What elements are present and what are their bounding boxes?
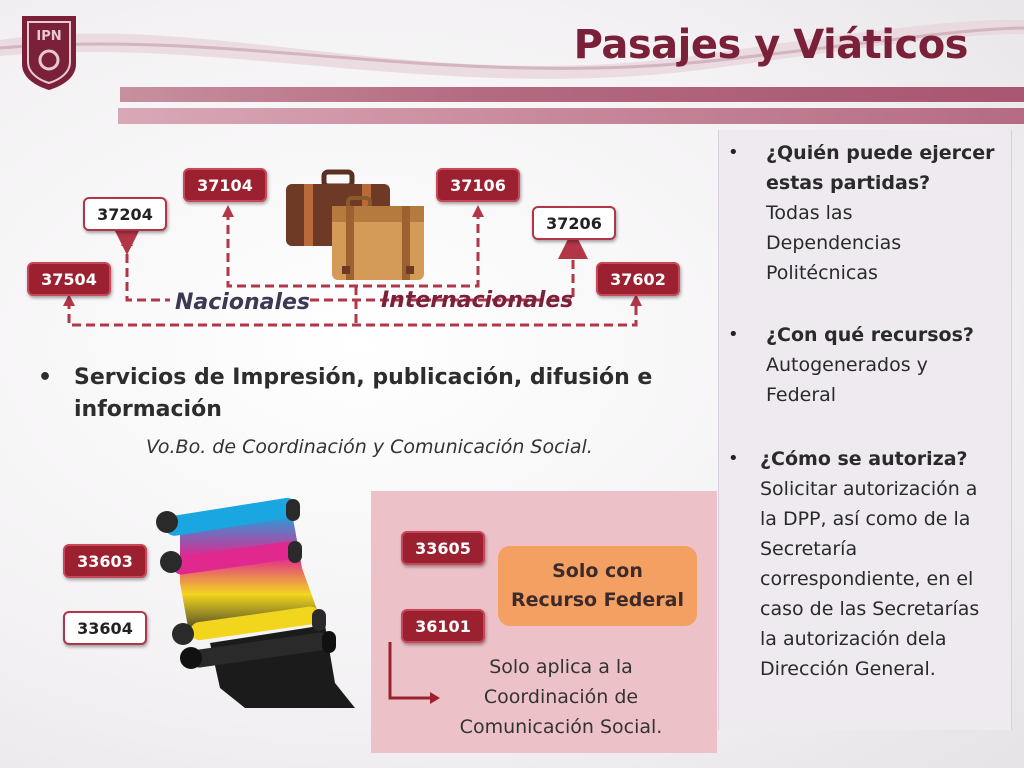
header-swoosh xyxy=(0,19,1024,79)
faq-a3-l6: la autorización dela xyxy=(760,628,947,650)
aplica-line-1: Solo aplica a la xyxy=(489,656,633,678)
faq-q1-l1: ¿Quién puede ejercer xyxy=(766,142,995,164)
code-37204: 37204 xyxy=(83,197,167,231)
faq-bullet-2: • xyxy=(728,324,739,345)
faq-a1-l1: Todas las xyxy=(766,202,853,224)
slide-title: Pasajes y Viáticos xyxy=(573,22,969,68)
faq-a3-l1: Solicitar autorización a xyxy=(760,478,978,500)
faq-item-who: ¿Quién puede ejercer estas partidas? Tod… xyxy=(766,138,995,288)
federal-line-2: Recurso Federal xyxy=(511,589,684,611)
internacionales-label: Internacionales xyxy=(381,288,574,313)
code-37104: 37104 xyxy=(183,168,267,202)
faq-panel xyxy=(718,130,1012,730)
header-band-bottom xyxy=(118,108,1024,124)
federal-line-1: Solo con xyxy=(552,560,643,582)
faq-q1-l2: estas partidas? xyxy=(766,172,931,194)
faq-item-authorization: ¿Cómo se autoriza? Solicitar autorizació… xyxy=(760,444,979,684)
elbow-arrow-icon xyxy=(388,642,440,704)
faq-bullet-3: • xyxy=(728,448,739,469)
services-bullet-text: Servicios de Impresión, publicación, dif… xyxy=(74,365,653,422)
suitcase-icon xyxy=(286,169,424,280)
nacionales-label: Nacionales xyxy=(175,290,311,315)
faq-a3-l5: caso de las Secretarías xyxy=(760,598,980,620)
ipn-logo: IPN xyxy=(22,16,76,90)
bullet-dot: • xyxy=(38,365,53,390)
code-33605: 33605 xyxy=(401,531,485,565)
faq-item-resources: ¿Con qué recursos? Autogenerados y Feder… xyxy=(766,320,974,410)
svg-text:IPN: IPN xyxy=(36,29,61,44)
coordination-note: Solo aplica a la Coordinación de Comunic… xyxy=(430,652,692,742)
aplica-line-3: Comunicación Social. xyxy=(459,716,663,738)
faq-a1-l3: Politécnicas xyxy=(766,262,878,284)
aplica-line-2: Coordinación de xyxy=(483,686,639,708)
faq-bullet-1: • xyxy=(728,142,739,163)
faq-a3-l2: la DPP, así como de la xyxy=(760,508,971,530)
code-37206: 37206 xyxy=(532,206,616,240)
faq-a3-l3: Secretaría xyxy=(760,538,858,560)
code-37106: 37106 xyxy=(436,168,520,202)
faq-a3-l4: correspondiente, en el xyxy=(760,568,974,590)
faq-q3: ¿Cómo se autoriza? xyxy=(760,448,968,470)
faq-a3-l7: Dirección General. xyxy=(760,658,936,680)
faq-q2: ¿Con qué recursos? xyxy=(766,324,974,346)
code-33603: 33603 xyxy=(63,544,147,578)
header-band-top xyxy=(120,87,1024,102)
faq-a2-l1: Autogenerados y xyxy=(766,354,928,376)
printing-rollers-icon xyxy=(156,497,355,708)
code-37504: 37504 xyxy=(27,262,111,296)
code-37602: 37602 xyxy=(596,262,680,296)
connector-lines xyxy=(63,205,642,327)
faq-a2-l2: Federal xyxy=(766,384,837,406)
federal-only-badge: Solo con Recurso Federal xyxy=(498,546,697,626)
code-33604: 33604 xyxy=(63,611,147,645)
vobo-note: Vo.Bo. de Coordinación y Comunicación So… xyxy=(146,436,593,458)
faq-a1-l2: Dependencias xyxy=(766,232,902,254)
code-36101: 36101 xyxy=(401,609,485,643)
